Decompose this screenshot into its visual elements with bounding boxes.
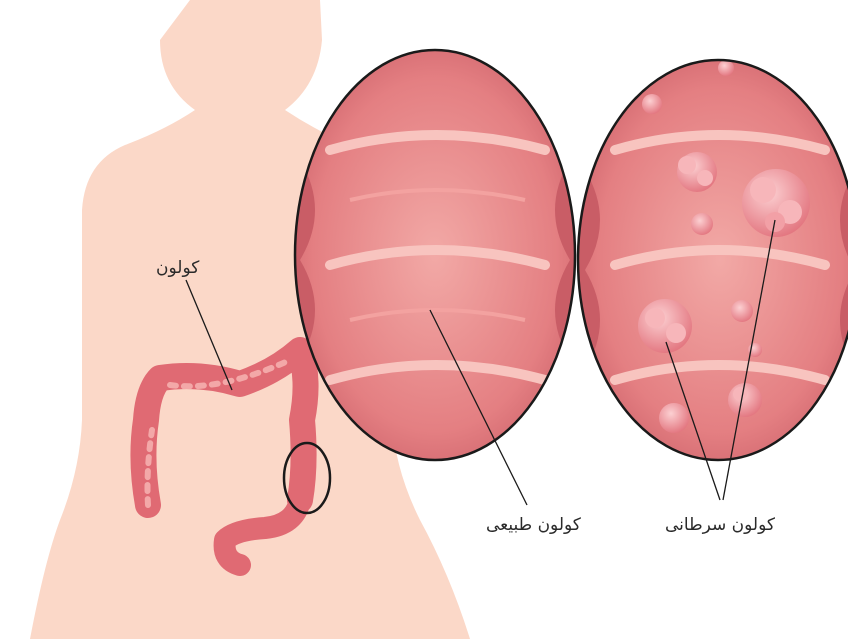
tumor	[642, 94, 662, 114]
tumor	[742, 169, 810, 237]
tumor	[677, 152, 717, 192]
tumor	[728, 383, 762, 417]
tumor	[691, 213, 713, 235]
colon-label: کولون	[156, 258, 199, 278]
cancerous-colon-view	[575, 55, 848, 470]
tumor	[659, 403, 689, 433]
tumor	[718, 60, 734, 76]
cancerous-colon-label: کولون سرطانی	[665, 515, 775, 535]
tumor	[638, 299, 692, 353]
normal-colon-label: کولون طبیعی	[486, 515, 581, 535]
tumor	[731, 300, 753, 322]
